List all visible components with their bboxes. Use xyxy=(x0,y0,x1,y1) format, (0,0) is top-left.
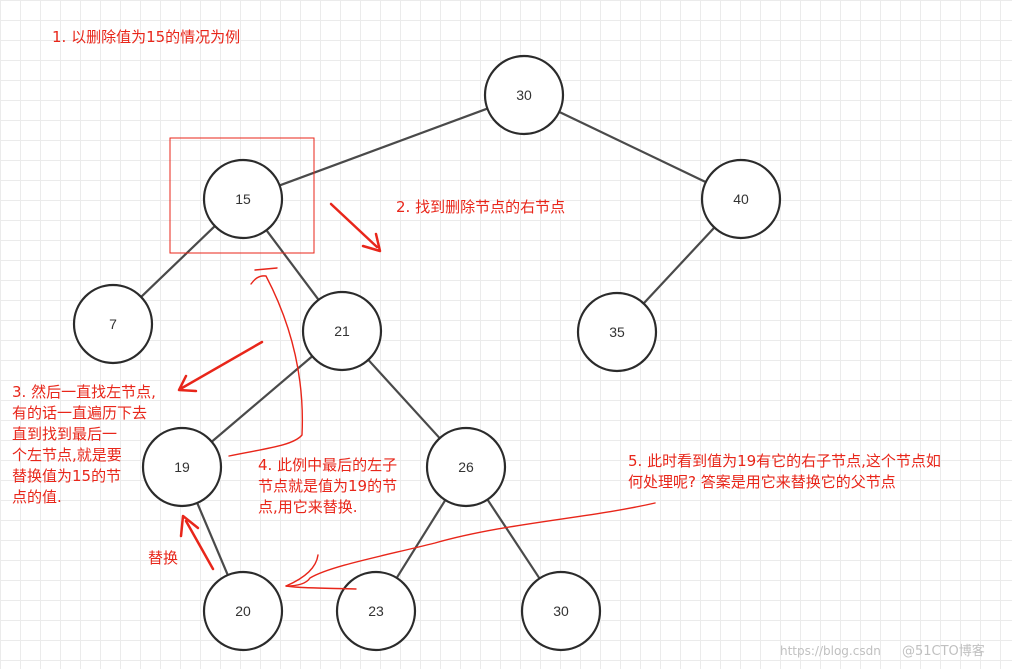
node-circle xyxy=(202,158,284,240)
edge-n26-n23 xyxy=(395,499,447,579)
watermark-url: https://blog.csdn xyxy=(780,644,881,658)
edge-n21-n19 xyxy=(211,355,313,443)
tree-node: 30 xyxy=(483,54,565,136)
arrow-to-right-child-head xyxy=(361,232,382,253)
edge-n26-n30b xyxy=(486,498,541,580)
tree-node: 40 xyxy=(700,158,782,240)
annotation-step4: 4. 此例中最后的左子 节点就是值为19的节 点,用它来替换. xyxy=(258,456,398,516)
tree-node: 19 xyxy=(141,426,223,508)
node-label: 30 xyxy=(516,87,532,103)
tree-node: 21 xyxy=(301,290,383,372)
watermark-brand: @51CTO博客 xyxy=(902,644,985,659)
edge-n40-n35 xyxy=(642,226,716,305)
arrow-to-step3 xyxy=(180,340,264,390)
node-label: 35 xyxy=(609,324,625,340)
node-circle xyxy=(301,290,383,372)
annotation-step3: 3. 然后一直找左节点, 有的话一直遍历下去 直到找到最后一 个左节点,就是要 … xyxy=(12,383,156,506)
node-label: 15 xyxy=(235,191,251,207)
node-circle xyxy=(425,426,507,508)
arrow-replace xyxy=(184,519,215,571)
node-label: 20 xyxy=(235,603,251,619)
highlight-box xyxy=(169,137,315,254)
edge-n15-n7 xyxy=(140,225,216,298)
edge-n15-n21 xyxy=(265,229,320,301)
curve-step5 xyxy=(285,502,656,587)
node-label: 30 xyxy=(553,603,569,619)
node-label: 7 xyxy=(109,316,117,332)
tree-node: 26 xyxy=(425,426,507,508)
node-label: 40 xyxy=(733,191,749,207)
annotation-step2: 2. 找到删除节点的右节点 xyxy=(396,198,566,216)
node-circle xyxy=(335,570,417,652)
node-circle xyxy=(576,291,658,373)
tree-node: 35 xyxy=(576,291,658,373)
curve-19-to-15-tip xyxy=(254,267,278,271)
arrow-to-right-child xyxy=(329,202,379,249)
node-label: 19 xyxy=(174,459,190,475)
node-label: 26 xyxy=(458,459,474,475)
annotation-step5: 5. 此时看到值为19有它的右子节点,这个节点如 何处理呢? 答案是用它来替换它… xyxy=(628,452,941,491)
node-circle xyxy=(202,570,284,652)
edge-n30-n40 xyxy=(558,110,707,184)
node-circle xyxy=(520,570,602,652)
node-circle xyxy=(72,283,154,365)
red-hand-curves xyxy=(228,267,656,590)
curve-19-to-15 xyxy=(228,275,304,457)
edge-n21-n26 xyxy=(367,359,441,439)
tree-node: 23 xyxy=(335,570,417,652)
curve-step5-loop xyxy=(285,554,357,590)
tree-node: 15 xyxy=(202,158,284,240)
annotation-replace: 替换 xyxy=(148,549,179,567)
node-circle xyxy=(700,158,782,240)
edge-n19-n20 xyxy=(196,502,229,576)
red-arrows xyxy=(177,202,382,571)
tree-node: 7 xyxy=(72,283,154,365)
arrow-replace-head xyxy=(179,514,200,538)
tree-node: 20 xyxy=(202,570,284,652)
node-label: 23 xyxy=(368,603,384,619)
node-label: 21 xyxy=(334,323,350,339)
edge-n30-n15 xyxy=(279,107,488,187)
tree-nodes: 30 15 40 7 21 35 19 26 20 23 30 xyxy=(72,54,782,652)
arrow-to-step3-head xyxy=(177,374,198,393)
node-circle xyxy=(483,54,565,136)
tree-node: 30 xyxy=(520,570,602,652)
node-circle xyxy=(141,426,223,508)
annotation-step1: 1. 以删除值为15的情况为例 xyxy=(52,28,241,46)
